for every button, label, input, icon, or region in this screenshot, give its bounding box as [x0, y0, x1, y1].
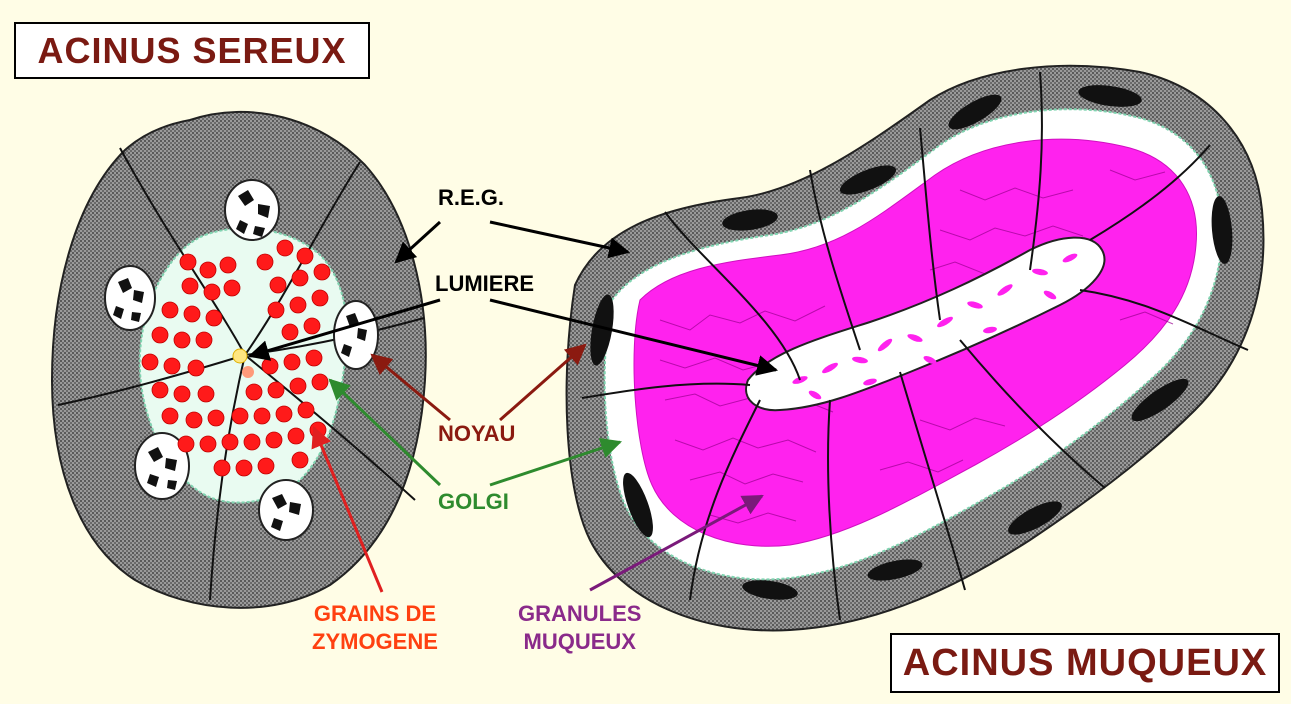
- reg-label: R.E.G.: [438, 184, 504, 212]
- noyau-label: NOYAU: [438, 420, 515, 448]
- nucleus-icon: [225, 180, 279, 240]
- mucous-acinus-title: ACINUS MUQUEUX: [890, 633, 1280, 693]
- nucleus-icon: [105, 266, 155, 330]
- mucous-granules-label: GRANULES MUQUEUX: [518, 600, 641, 656]
- serous-golgi: [242, 366, 254, 378]
- serous-acinus-title: ACINUS SEREUX: [14, 22, 370, 79]
- nucleus-icon: [334, 301, 378, 369]
- zymogen-label-line1: GRAINS DE: [312, 600, 438, 628]
- reg-arrow-right: [490, 222, 628, 252]
- zymogen-label: GRAINS DE ZYMOGENE: [312, 600, 438, 656]
- mucous-granules-label-line2: MUQUEUX: [518, 628, 641, 656]
- golgi-label: GOLGI: [438, 488, 509, 516]
- zymogen-label-line2: ZYMOGENE: [312, 628, 438, 656]
- mucous-granules-label-line1: GRANULES: [518, 600, 641, 628]
- nucleus-icon: [259, 480, 313, 540]
- serous-acinus: [52, 112, 426, 608]
- lumiere-label: LUMIERE: [435, 270, 534, 298]
- serous-lumen: [233, 349, 247, 363]
